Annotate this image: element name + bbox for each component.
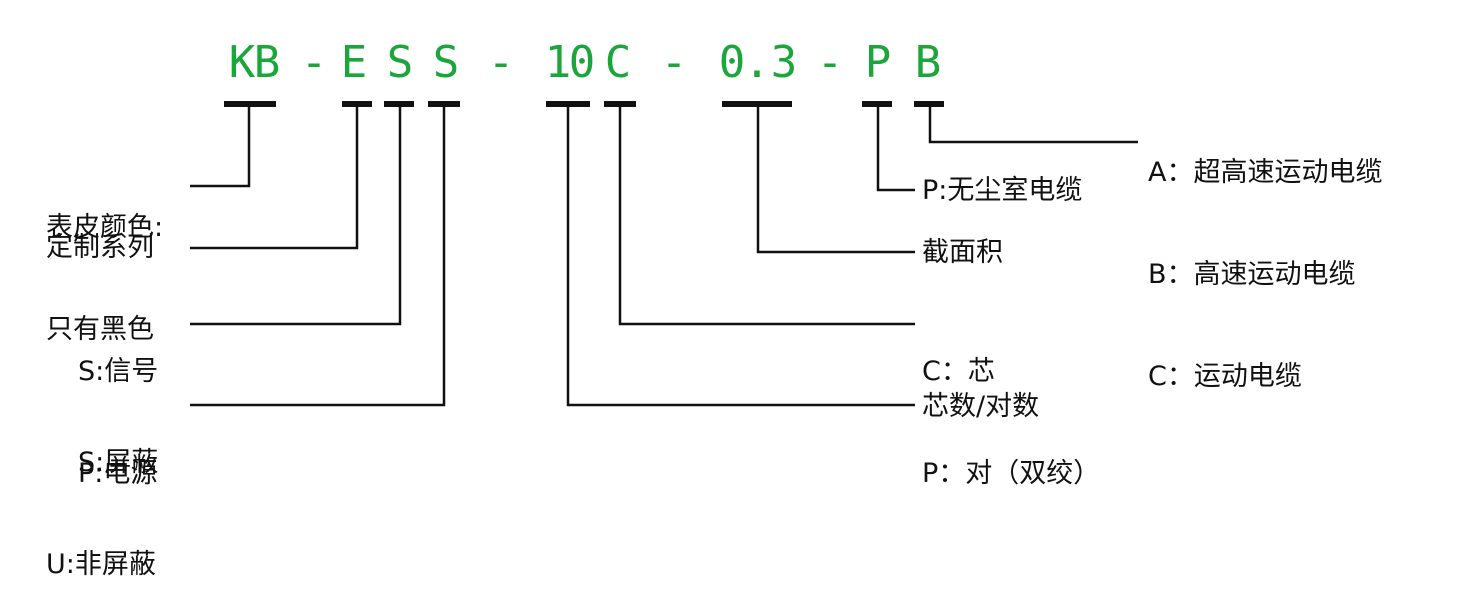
line-shield bbox=[190, 104, 446, 407]
line-cleanroom bbox=[876, 104, 915, 192]
line-series bbox=[190, 104, 359, 250]
code-char-0b: 0 bbox=[718, 37, 746, 88]
label-shield-line1: S:屏蔽 bbox=[78, 447, 159, 478]
label-core-type-line2: P：对（双绞） bbox=[922, 458, 1101, 489]
line-color bbox=[190, 104, 251, 188]
label-motion-line1: A：超高速运动电缆 bbox=[1148, 157, 1383, 188]
code-char-1: 1 bbox=[544, 37, 572, 88]
label-series: 定制系列 bbox=[46, 232, 154, 263]
code-char-0: 0 bbox=[568, 37, 596, 88]
label-core-type-line1: C：芯 bbox=[922, 356, 995, 387]
line-signal bbox=[190, 104, 402, 326]
label-section: 截面积 bbox=[922, 237, 1003, 268]
line-core-type bbox=[618, 104, 915, 326]
label-cleanroom: P:无尘室电缆 bbox=[922, 175, 1083, 206]
code-char-P: P bbox=[864, 37, 892, 88]
code-char-dot: . bbox=[743, 37, 771, 88]
code-char-C: C bbox=[604, 37, 632, 88]
label-motion: A：超高速运动电缆 B：高速运动电缆 C：运动电缆 bbox=[1148, 88, 1382, 428]
label-motion-line2: B：高速运动电缆 bbox=[1148, 259, 1356, 290]
code-char-S2: S bbox=[432, 37, 460, 88]
code-char-E: E bbox=[340, 37, 368, 88]
label-signal-line1: S:信号 bbox=[78, 356, 159, 387]
code-dash-4: - bbox=[816, 37, 844, 88]
label-shield-line2: U:非屏蔽 bbox=[46, 549, 156, 580]
line-core-count bbox=[566, 104, 915, 407]
label-color-line1: 表皮颜色: bbox=[46, 212, 164, 243]
connector-diagram bbox=[190, 101, 1138, 407]
code-dash-3: - bbox=[660, 37, 688, 88]
line-motion bbox=[928, 104, 1138, 144]
code-dash-2: - bbox=[487, 37, 515, 88]
code-dash-1: - bbox=[300, 37, 328, 88]
label-color: 表皮颜色: 只有黑色 bbox=[46, 143, 163, 381]
label-color-line2: 只有黑色 bbox=[46, 314, 154, 345]
code-char-K: K bbox=[228, 37, 256, 88]
code-char-B: B bbox=[253, 37, 281, 88]
code-char-S1: S bbox=[386, 37, 414, 88]
label-shield: S:屏蔽 U:非屏蔽 bbox=[46, 378, 158, 616]
label-motion-line3: C：运动电缆 bbox=[1148, 361, 1302, 392]
label-core-count: 芯数/对数 bbox=[922, 391, 1040, 422]
code-char-B2: B bbox=[914, 37, 942, 88]
code-char-3: 3 bbox=[770, 37, 798, 88]
line-section bbox=[756, 104, 915, 254]
